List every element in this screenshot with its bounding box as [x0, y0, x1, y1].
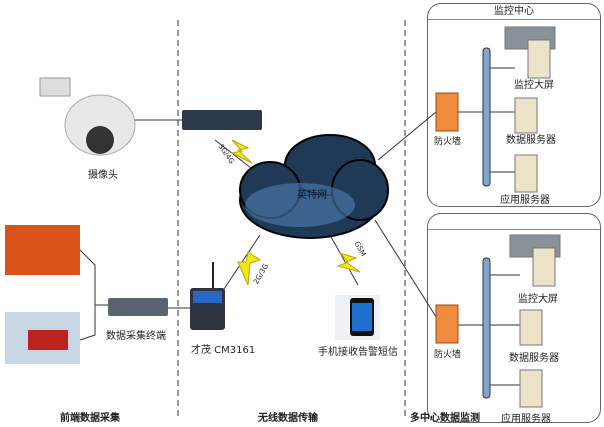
servers: [504, 26, 561, 408]
firewall-icon: [435, 92, 459, 132]
network-bus-icon: [482, 257, 491, 399]
server-icon: [519, 309, 543, 346]
screen-label: 监控大屏: [518, 294, 558, 305]
server-icon: [532, 247, 556, 287]
camera-icon: [39, 77, 136, 156]
firewall-icon: [435, 304, 459, 344]
video-encoder-icon: [182, 110, 262, 130]
server-icon: [514, 97, 538, 134]
section-label: 无线数据传输: [258, 413, 318, 424]
firewall-label: 防火墙: [434, 137, 462, 147]
section-label: 多中心数据监测: [410, 413, 480, 424]
firewall-label: 防火墙: [434, 350, 462, 360]
oil-pump-photo: [5, 225, 80, 275]
panel-title: [428, 214, 600, 230]
data-server-label: 数据服务器: [509, 353, 559, 364]
network-bus-icon: [482, 47, 491, 187]
server-icon: [519, 369, 543, 408]
cloud-label: 英特网: [297, 190, 327, 201]
app-server-label: 应用服务器: [501, 414, 551, 425]
panel-title: 监控中心: [428, 4, 600, 20]
screen-label: 监控大屏: [514, 80, 554, 91]
mobile-phone-icon: [335, 295, 380, 340]
section-label: 前端数据采集: [60, 413, 120, 424]
server-icon: [527, 39, 551, 79]
wireless-bolt-icon: [230, 139, 361, 286]
router-label: 才茂 CM3161: [191, 345, 256, 356]
phone-label: 手机接收告警短信: [318, 347, 398, 358]
router-cm3161-icon: [190, 262, 225, 330]
data-terminal-icon: [108, 298, 168, 316]
terminal-label: 数据采集终端: [106, 331, 166, 342]
server-icon: [514, 154, 538, 193]
camera-label: 摄像头: [88, 170, 118, 181]
app-server-label: 应用服务器: [500, 195, 550, 206]
data-server-label: 数据服务器: [506, 135, 556, 146]
